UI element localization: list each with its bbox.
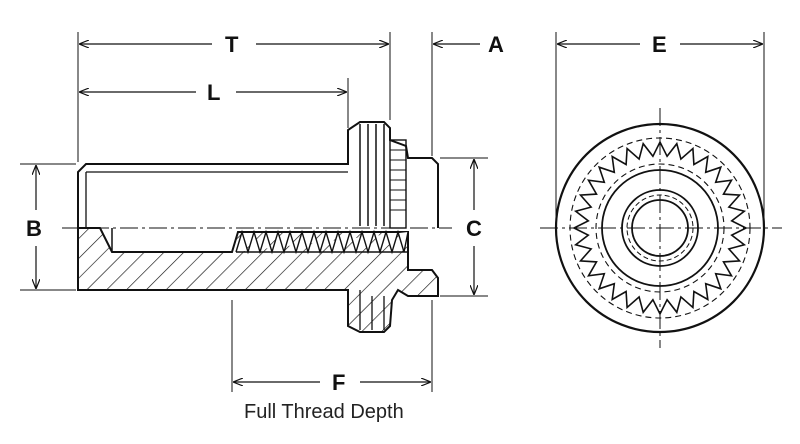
label-T: T (225, 32, 239, 57)
dimension-lines (20, 32, 765, 392)
knurl-collar (389, 139, 407, 229)
label-F: F (332, 370, 345, 395)
end-view (540, 108, 782, 348)
side-view (62, 121, 452, 333)
sectioned-body (77, 227, 439, 333)
label-E: E (652, 32, 667, 57)
label-C: C (466, 216, 482, 241)
shank-outline-upper (77, 121, 439, 228)
label-A: A (488, 32, 504, 57)
label-B: B (26, 216, 42, 241)
caption-full-thread-depth: Full Thread Depth (244, 401, 404, 423)
head-grooves (359, 124, 385, 226)
label-L: L (207, 80, 220, 105)
internal-thread (235, 229, 409, 255)
